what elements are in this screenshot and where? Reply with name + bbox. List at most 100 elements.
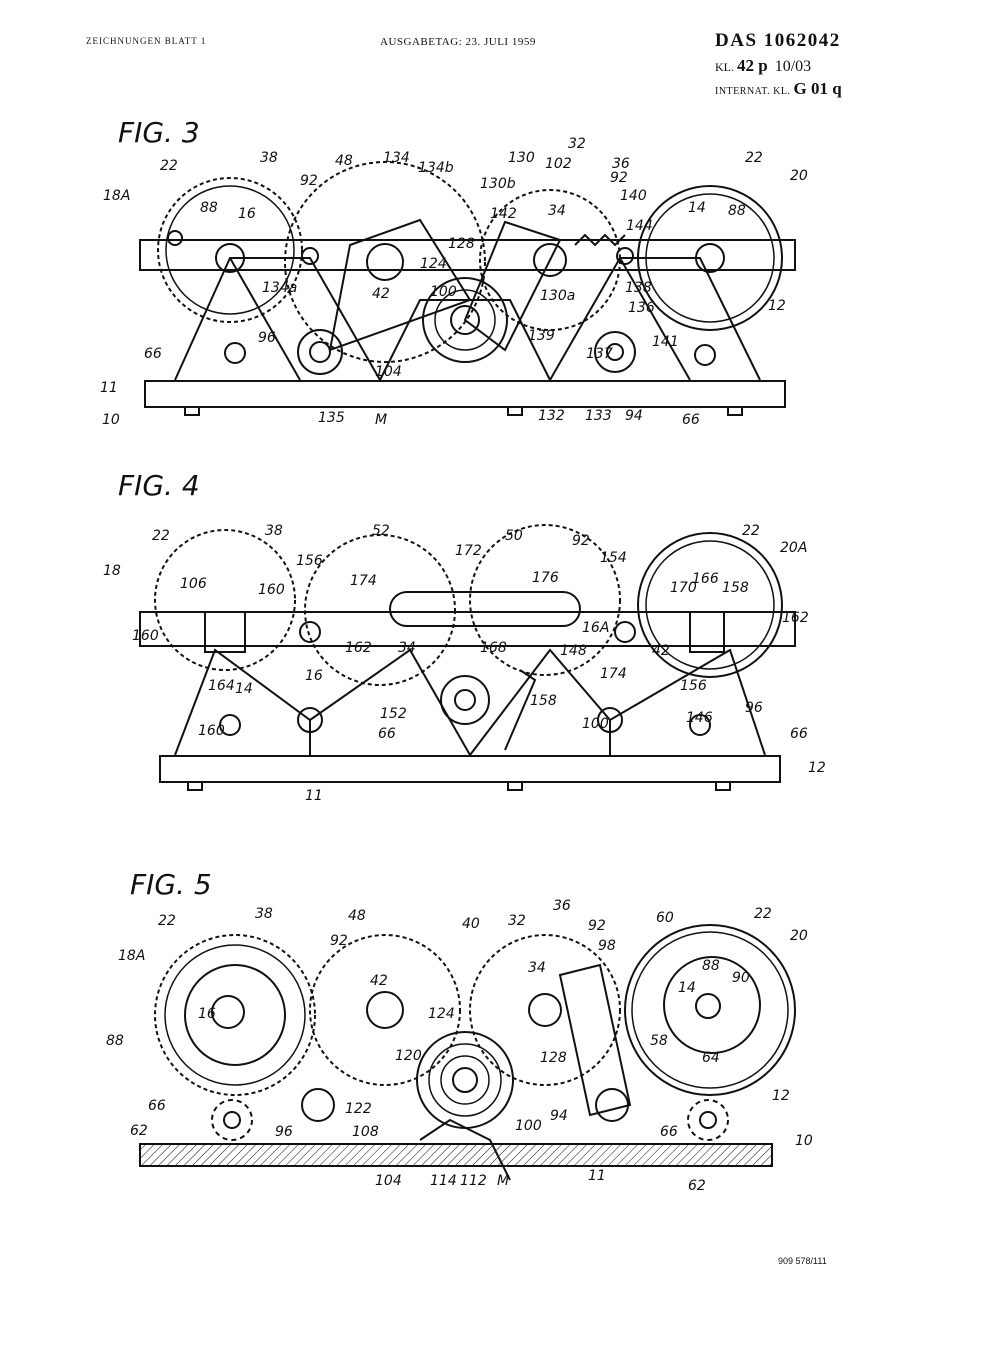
reference-numeral: 11: [588, 1168, 606, 1184]
reference-numeral: 104: [375, 1173, 402, 1189]
reference-numeral: 14: [688, 200, 706, 216]
reference-numeral: 34: [398, 640, 416, 656]
reference-numeral: 22: [152, 528, 170, 544]
reference-numeral: 11: [100, 380, 118, 396]
figure-5-label: FIG. 5: [130, 868, 212, 901]
reference-numeral: 38: [255, 906, 273, 922]
gear-36: [469, 934, 621, 1086]
reference-numeral: 22: [745, 150, 763, 166]
reference-numeral: 18A: [103, 188, 130, 204]
figure-4: FIG. 4: [118, 469, 796, 791]
reference-numeral: 134b: [418, 160, 454, 176]
reference-numeral: 108: [352, 1124, 379, 1140]
reference-numeral: 11: [305, 788, 323, 804]
wheel-22: [624, 924, 796, 1096]
reference-numeral: 36: [612, 156, 630, 172]
reference-numeral: 100: [582, 716, 609, 732]
base-foot: [727, 406, 743, 416]
reference-numeral: 64: [702, 1050, 720, 1066]
wheel-22: [637, 532, 783, 678]
reference-numeral: 92: [588, 918, 606, 934]
reference-numeral: 16: [238, 206, 256, 222]
reference-numeral: 152: [380, 706, 407, 722]
reference-numeral: 66: [378, 726, 396, 742]
reference-numeral: 92: [330, 933, 348, 949]
reference-numeral: 22: [158, 913, 176, 929]
sprocket-62: [687, 1099, 729, 1141]
reference-numeral: 48: [348, 908, 366, 924]
reference-numeral: 98: [598, 938, 616, 954]
gear-52: [304, 534, 456, 686]
reference-numeral: 66: [148, 1098, 166, 1114]
internat-class-row: INTERNAT. KL. G 01 q: [715, 79, 842, 99]
reference-numeral: 160: [198, 723, 225, 739]
reference-numeral: 90: [732, 970, 750, 986]
reference-numeral: 141: [652, 334, 679, 350]
reference-numeral: 10: [102, 412, 120, 428]
reference-numeral: 38: [260, 150, 278, 166]
reference-numeral: 62: [130, 1123, 148, 1139]
reference-numeral: 92: [610, 170, 628, 186]
gear-38: [154, 934, 316, 1096]
reference-numeral: 20: [790, 928, 808, 944]
reference-numeral: 22: [754, 906, 772, 922]
reference-numeral: 142: [490, 206, 517, 222]
figure-3: FIG. 3: [118, 116, 796, 416]
reference-numeral: 139: [528, 328, 555, 344]
reference-numeral: 170: [670, 580, 697, 596]
reference-numeral: 172: [455, 543, 482, 559]
reference-numeral: 62: [688, 1178, 706, 1194]
reference-numeral: 88: [200, 200, 218, 216]
reference-numeral: 88: [702, 958, 720, 974]
reference-numeral: 134: [383, 150, 410, 166]
reference-numeral: 52: [372, 523, 390, 539]
reference-numeral: 16: [305, 668, 323, 684]
reference-numeral: 168: [480, 640, 507, 656]
wheel-22: [637, 185, 783, 331]
reference-numeral: 130a: [540, 288, 575, 304]
reference-numeral: 134a: [262, 280, 297, 296]
reference-numeral: 144: [626, 218, 653, 234]
kl-prefix: KL.: [715, 59, 734, 74]
reference-numeral: 10: [795, 1133, 813, 1149]
reference-numeral: 96: [745, 700, 763, 716]
figure-4-label: FIG. 4: [118, 469, 200, 502]
reference-numeral: M: [497, 1173, 509, 1189]
reference-numeral: 66: [682, 412, 700, 428]
reference-numeral: 94: [625, 408, 643, 424]
motor-spring: [422, 277, 508, 363]
reference-numeral: 132: [538, 408, 565, 424]
internat-prefix: INTERNAT. KL.: [715, 86, 791, 98]
reference-numeral: 133: [585, 408, 612, 424]
reference-numeral: 176: [532, 570, 559, 586]
reference-numeral: 120: [395, 1048, 422, 1064]
reference-numeral: 156: [296, 553, 323, 569]
reference-numeral: 50: [505, 528, 523, 544]
reference-numeral: 32: [508, 913, 526, 929]
reference-numeral: 96: [275, 1124, 293, 1140]
reference-numeral: 135: [318, 410, 345, 426]
reference-numeral: 154: [600, 550, 627, 566]
reference-numeral: 60: [656, 910, 674, 926]
reference-numeral: 160: [132, 628, 159, 644]
reference-numeral: 102: [545, 156, 572, 172]
reference-numeral: 16A: [582, 620, 609, 636]
reference-numeral: 128: [540, 1050, 567, 1066]
sheet-label: ZEICHNUNGEN BLATT 1: [86, 36, 207, 46]
base-plate: [159, 755, 781, 783]
reference-numeral: 106: [180, 576, 207, 592]
reference-numeral: 20A: [780, 540, 807, 556]
reference-numeral: M: [375, 412, 387, 428]
reference-numeral: 34: [528, 960, 546, 976]
reference-numeral: 162: [345, 640, 372, 656]
reference-numeral: 174: [600, 666, 627, 682]
reference-numeral: 18: [103, 563, 121, 579]
kl-class-row: KL. 42 p 10/03: [715, 56, 842, 76]
reference-numeral: 66: [144, 346, 162, 362]
reference-numeral: 96: [258, 330, 276, 346]
base-foot: [184, 406, 200, 416]
reference-numeral: 174: [350, 573, 377, 589]
reference-numeral: 12: [772, 1088, 790, 1104]
reference-numeral: 32: [568, 136, 586, 152]
reference-numeral: 16: [198, 1006, 216, 1022]
